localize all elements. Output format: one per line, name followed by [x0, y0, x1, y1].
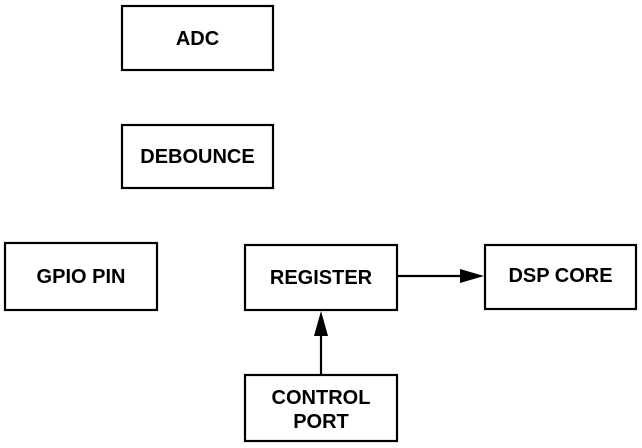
debounce-block-label: DEBOUNCE — [140, 146, 254, 168]
register-to-dsp-core-arrow — [397, 269, 484, 283]
adc-block: ADC — [120, 4, 275, 72]
control-port-block-label-line1: CONTROL — [272, 387, 371, 409]
adc-block-frame — [120, 4, 275, 72]
gpio-pin-block-frame — [3, 241, 159, 312]
control-port-to-register-arrow — [314, 311, 328, 375]
register-block-label: REGISTER — [270, 267, 373, 289]
control-port-block: CONTROL PORT — [243, 373, 399, 443]
register-block-frame — [243, 243, 399, 312]
control-port-block-label-line2: PORT — [293, 411, 349, 433]
debounce-block: DEBOUNCE — [120, 123, 275, 190]
register-arrowhead-icon — [314, 311, 328, 336]
gpio-pin-block-label: GPIO PIN — [37, 266, 126, 288]
adc-block-label: ADC — [176, 28, 219, 50]
register-block: REGISTER — [243, 243, 399, 312]
debounce-block-frame — [120, 123, 275, 190]
dsp-core-arrowhead-icon — [460, 269, 484, 283]
dsp-core-block-frame — [483, 243, 638, 311]
gpio-pin-block: GPIO PIN — [3, 241, 159, 312]
control-port-block-frame — [243, 373, 399, 443]
dsp-core-block: DSP CORE — [483, 243, 638, 311]
dsp-core-block-label: DSP CORE — [508, 265, 612, 287]
